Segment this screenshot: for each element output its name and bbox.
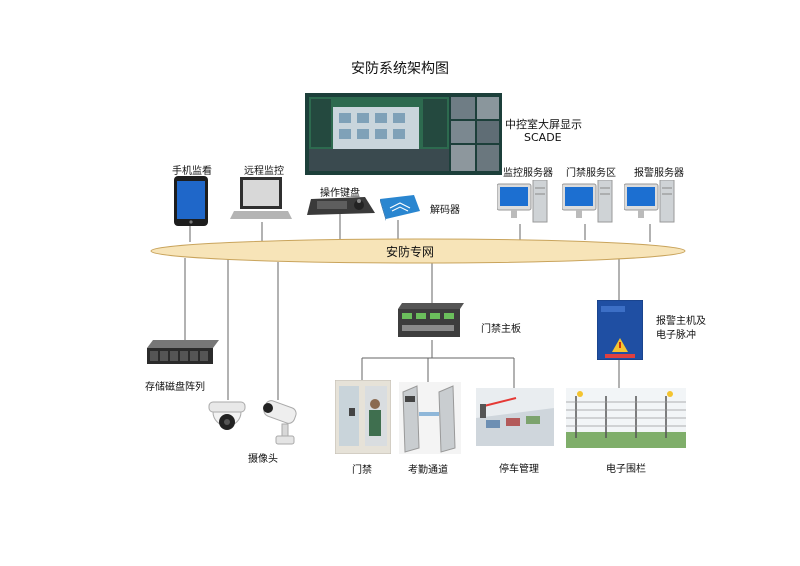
door-access-label: 门禁 <box>352 465 372 476</box>
storage-label: 存储磁盘阵列 <box>145 382 205 393</box>
electric-fence-image <box>566 388 686 448</box>
network-label: 安防专网 <box>386 245 435 259</box>
turnstile-image <box>399 382 461 454</box>
door-access-image <box>335 380 391 454</box>
page-title: 安防系统架构图 <box>351 61 449 77</box>
bullet-camera-icon <box>263 400 297 445</box>
videowall-sublabel: SCADE <box>524 131 562 144</box>
network-bus <box>150 238 686 264</box>
access-board-label: 门禁主板 <box>481 324 521 335</box>
turnstile-label: 考勤通道 <box>408 465 448 476</box>
storage-array-icon <box>147 340 219 364</box>
access-server-label: 门禁服务区 <box>566 168 616 179</box>
laptop-icon <box>230 177 292 219</box>
alarm-server-icon <box>624 180 675 223</box>
tablet-icon <box>174 176 208 226</box>
decoder-icon <box>380 195 420 221</box>
parking-label: 停车管理 <box>499 464 539 475</box>
decoder-label: 解码器 <box>430 205 460 216</box>
remote-label: 远程监控 <box>244 166 284 177</box>
camera-label: 摄像头 <box>248 454 278 465</box>
access-board-icon <box>398 303 464 337</box>
mobile-label: 手机监看 <box>172 166 212 177</box>
alarm-server-label: 报警服务器 <box>634 168 684 179</box>
monitor-server-icon <box>497 180 548 223</box>
control-keyboard-icon <box>307 197 375 215</box>
alarm-host-label: 报警主机及 <box>656 316 706 327</box>
monitor-server-label: 监控服务器 <box>503 168 553 179</box>
alarm-host-icon <box>597 300 643 360</box>
keyboard-label: 操作键盘 <box>320 188 360 199</box>
parking-image <box>476 388 554 446</box>
alarm-host-sublabel: 电子脉冲 <box>656 330 696 341</box>
videowall-label: 中控室大屏显示 <box>505 118 582 131</box>
videowall-display <box>305 93 502 175</box>
electric-fence-label: 电子围栏 <box>606 464 646 475</box>
dome-camera-icon <box>208 401 246 430</box>
access-server-icon <box>562 180 613 223</box>
